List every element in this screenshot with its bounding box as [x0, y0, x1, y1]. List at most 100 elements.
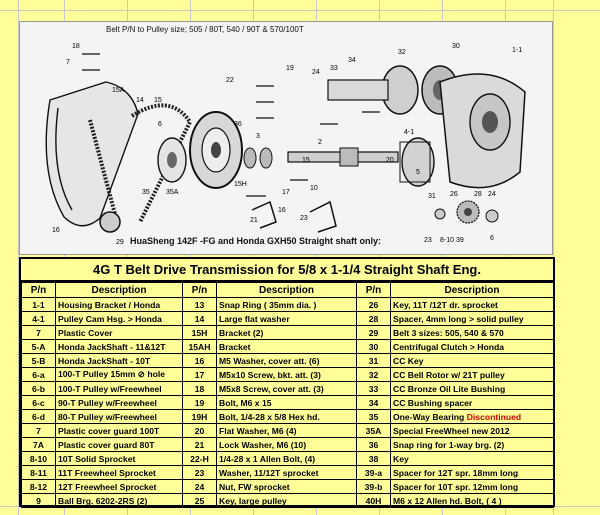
- part-description-cell[interactable]: 10T Solid Sprocket: [55, 451, 183, 466]
- part-number-cell[interactable]: 24: [182, 479, 217, 494]
- part-description-cell[interactable]: Ball Brg. 6202-2RS (2): [55, 493, 183, 508]
- part-number-cell[interactable]: 8-11: [21, 465, 56, 480]
- part-description-cell[interactable]: Nut, FW sprocket: [216, 479, 357, 494]
- part-number-cell[interactable]: 28: [356, 311, 391, 326]
- part-description-cell[interactable]: Key, large pulley: [216, 493, 357, 508]
- part-description-cell[interactable]: M5x10 Screw, bkt. att. (3): [216, 367, 357, 382]
- part-description-cell[interactable]: M5 Washer, cover att. (6): [216, 353, 357, 368]
- part-description-cell[interactable]: Bolt, M6 x 15: [216, 395, 357, 410]
- part-description-cell[interactable]: 12T Freewheel Sprocket: [55, 479, 183, 494]
- part-number-cell[interactable]: 5-B: [21, 353, 56, 368]
- part-description-cell[interactable]: Bolt, 1/4-28 x 5/8 Hex hd.: [216, 409, 357, 424]
- part-number-cell[interactable]: 5-A: [21, 339, 56, 354]
- part-number-cell[interactable]: 35: [356, 409, 391, 424]
- part-number-cell[interactable]: 31: [356, 353, 391, 368]
- part-number-cell[interactable]: 15AH: [182, 339, 217, 354]
- part-description-cell[interactable]: One-Way Bearing Discontinued: [390, 409, 554, 424]
- part-description-cell[interactable]: Snap ring for 1-way brg. (2): [390, 437, 554, 452]
- part-description-cell[interactable]: 100-T Pulley w/Freewheel: [55, 381, 183, 396]
- part-number-cell[interactable]: 18: [182, 381, 217, 396]
- part-number-cell[interactable]: 36: [356, 437, 391, 452]
- part-description-cell[interactable]: CC Key: [390, 353, 554, 368]
- part-description-cell[interactable]: Key: [390, 451, 554, 466]
- description-text: CC Bronze Oil Lite Bushing: [393, 383, 506, 394]
- part-number-cell[interactable]: 13: [182, 297, 217, 312]
- part-number-cell[interactable]: 6-b: [21, 381, 56, 396]
- part-number-cell[interactable]: 14: [182, 311, 217, 326]
- part-description-cell[interactable]: Snap Ring ( 35mm dia. ): [216, 297, 357, 312]
- part-number-cell[interactable]: 26: [356, 297, 391, 312]
- part-number-cell[interactable]: 38: [356, 451, 391, 466]
- part-description-cell[interactable]: 100-T Pulley 15mm ⊘ hole: [55, 367, 183, 382]
- part-description-cell[interactable]: Flat Washer, M6 (4): [216, 423, 357, 438]
- part-number-cell[interactable]: 19: [182, 395, 217, 410]
- callout-label: 4-1: [404, 129, 414, 136]
- part-number-cell[interactable]: 40H: [356, 493, 391, 508]
- part-description-cell[interactable]: Plastic cover guard 100T: [55, 423, 183, 438]
- part-number-cell[interactable]: 34: [356, 395, 391, 410]
- part-description-cell[interactable]: Plastic Cover: [55, 325, 183, 340]
- part-description-cell[interactable]: 1/4-28 x 1 Allen Bolt, (4): [216, 451, 357, 466]
- part-number-cell[interactable]: 23: [182, 465, 217, 480]
- part-description-cell[interactable]: CC Bell Rotor w/ 21T pulley: [390, 367, 554, 382]
- part-number-cell[interactable]: 6-c: [21, 395, 56, 410]
- part-number-cell[interactable]: 33: [356, 381, 391, 396]
- part-description-cell[interactable]: CC Bronze Oil Lite Bushing: [390, 381, 554, 396]
- part-description-cell[interactable]: M5x8 Screw, cover att. (3): [216, 381, 357, 396]
- part-number-cell[interactable]: 35A: [356, 423, 391, 438]
- part-number-cell[interactable]: 8-12: [21, 479, 56, 494]
- description-text: Special FreeWheel new 2012: [393, 425, 510, 436]
- part-number-cell[interactable]: 1-1: [21, 297, 56, 312]
- exploded-parts-diagram[interactable]: Belt P/N to Pulley size; 505 / 80T, 540 …: [19, 21, 553, 255]
- part-description-cell[interactable]: Housing Bracket / Honda: [55, 297, 183, 312]
- part-description-cell[interactable]: Belt 3 sizes: 505, 540 & 570: [390, 325, 554, 340]
- part-number-cell[interactable]: 19H: [182, 409, 217, 424]
- part-number-cell[interactable]: 21: [182, 437, 217, 452]
- part-number-cell[interactable]: 17: [182, 367, 217, 382]
- part-number-cell[interactable]: 22-H: [182, 451, 217, 466]
- part-description-cell[interactable]: Washer, 11/12T sprocket: [216, 465, 357, 480]
- part-description-cell[interactable]: Honda JackShaft - 10T: [55, 353, 183, 368]
- part-description-cell[interactable]: 11T Freewheel Sprocket: [55, 465, 183, 480]
- description-text: Spacer for 10T spr. 12mm long: [393, 481, 519, 492]
- part-description-cell[interactable]: Special FreeWheel new 2012: [390, 423, 554, 438]
- part-description-cell[interactable]: Lock Washer, M6 (10): [216, 437, 357, 452]
- part-number-cell[interactable]: 16: [182, 353, 217, 368]
- part-number-cell[interactable]: 30: [356, 339, 391, 354]
- part-description-cell[interactable]: Bracket: [216, 339, 357, 354]
- part-description-cell[interactable]: Plastic cover guard 80T: [55, 437, 183, 452]
- part-number-cell[interactable]: 29: [356, 325, 391, 340]
- part-number-cell[interactable]: 15H: [182, 325, 217, 340]
- part-number-cell[interactable]: 4-1: [21, 311, 56, 326]
- part-description-cell[interactable]: Large flat washer: [216, 311, 357, 326]
- part-description-cell[interactable]: 90-T Pulley w/Freewheel: [55, 395, 183, 410]
- part-number-cell[interactable]: 7A: [21, 437, 56, 452]
- part-number-cell[interactable]: 39-a: [356, 465, 391, 480]
- part-description-cell[interactable]: Key, 11T /12T dr. sprocket: [390, 297, 554, 312]
- callout-label: 15A: [112, 87, 125, 94]
- part-number-cell[interactable]: 6-a: [21, 367, 56, 382]
- part-description-cell[interactable]: Spacer for 12T spr. 18mm long: [390, 465, 554, 480]
- part-number-cell[interactable]: 20: [182, 423, 217, 438]
- description-text: 90-T Pulley w/Freewheel: [58, 397, 157, 408]
- part-number-cell[interactable]: 32: [356, 367, 391, 382]
- part-description-cell[interactable]: Bracket (2): [216, 325, 357, 340]
- part-description-cell[interactable]: Honda JackShaft - 11&12T: [55, 339, 183, 354]
- part-number-cell[interactable]: 9: [21, 493, 56, 508]
- part-number-cell[interactable]: 7: [21, 423, 56, 438]
- callout-label: 24: [488, 191, 496, 198]
- part-number-cell[interactable]: 7: [21, 325, 56, 340]
- part-description-cell[interactable]: 80-T Pulley w/Freewheel: [55, 409, 183, 424]
- callout-label: 20: [386, 157, 394, 164]
- part-number-cell[interactable]: 39-b: [356, 479, 391, 494]
- description-text: Plastic Cover: [58, 327, 113, 338]
- part-number-cell[interactable]: 8-10: [21, 451, 56, 466]
- part-description-cell[interactable]: Spacer, 4mm long > solid pulley: [390, 311, 554, 326]
- part-number-cell[interactable]: 6-d: [21, 409, 56, 424]
- part-description-cell[interactable]: Pulley Cam Hsg. > Honda: [55, 311, 183, 326]
- part-description-cell[interactable]: M6 x 12 Allen hd. Bolt, ( 4 ): [390, 493, 554, 508]
- part-description-cell[interactable]: Centrifugal Clutch > Honda: [390, 339, 554, 354]
- part-description-cell[interactable]: Spacer for 10T spr. 12mm long: [390, 479, 554, 494]
- part-description-cell[interactable]: CC Bushing spacer: [390, 395, 554, 410]
- part-number-cell[interactable]: 25: [182, 493, 217, 508]
